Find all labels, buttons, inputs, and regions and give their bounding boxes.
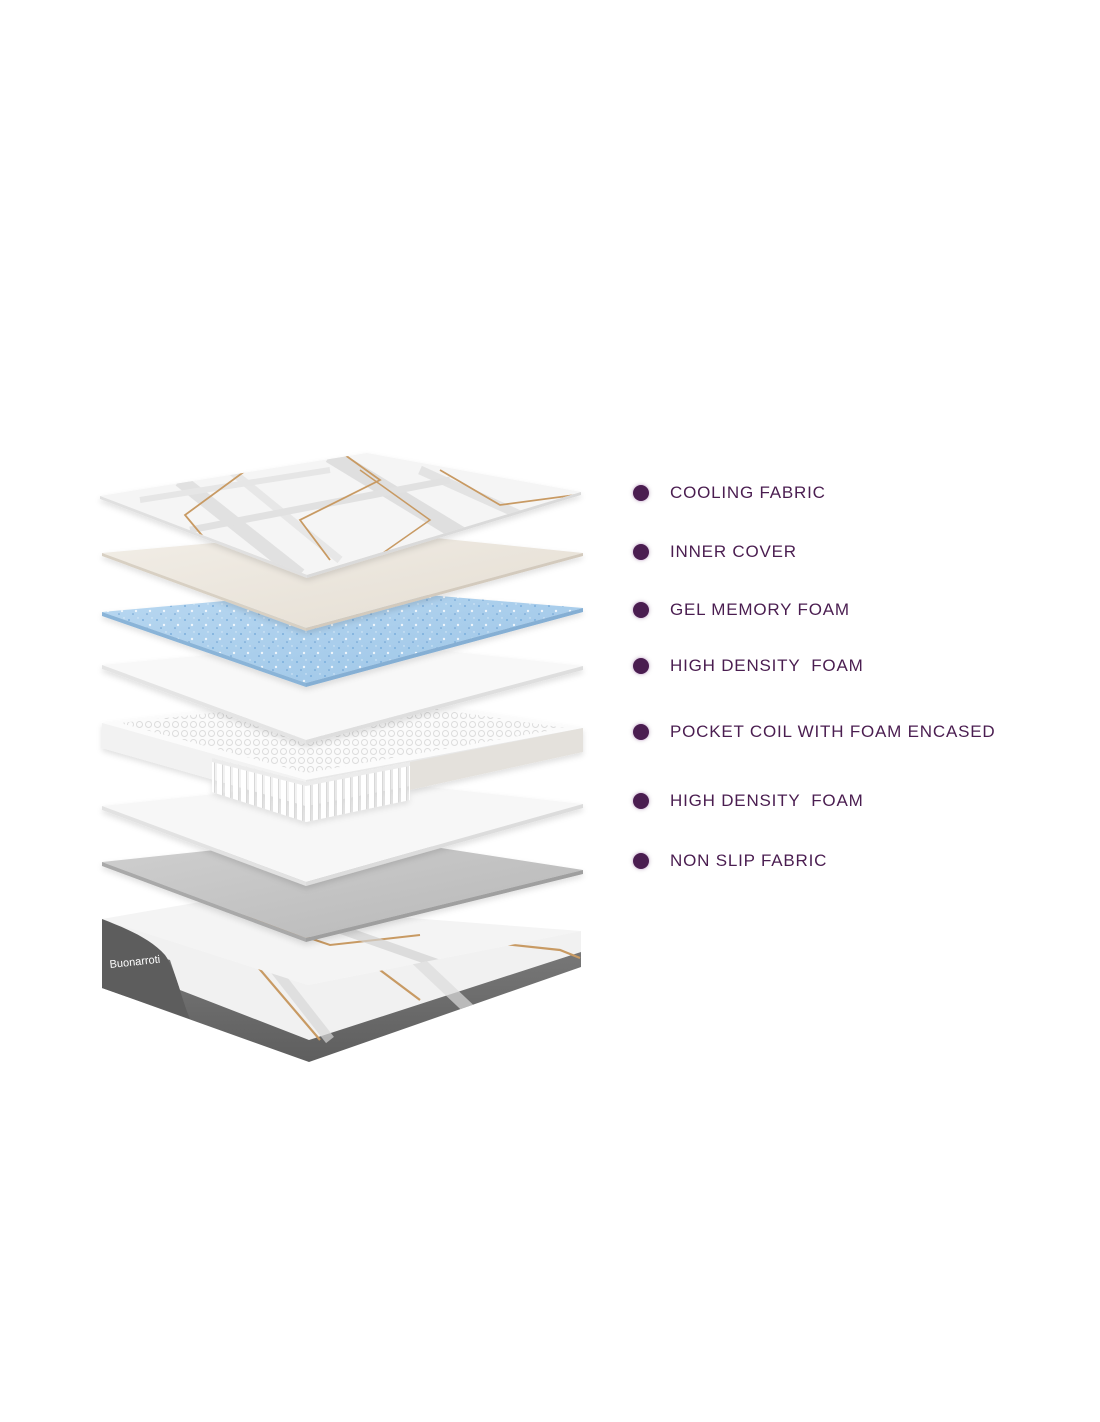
mattress-base-front — [102, 919, 581, 1040]
layer-pocket-coil — [102, 693, 583, 822]
layer-high-density-foam-1 — [102, 641, 583, 744]
layer-high-density-foam-2 — [102, 779, 583, 886]
mattress-logo-panel — [102, 919, 190, 1019]
mattress-base: Buonarroti — [102, 902, 581, 1062]
layer-inner-cover — [102, 530, 583, 631]
mattress-base-band — [102, 940, 581, 1062]
layer-cooling-fabric — [100, 453, 581, 578]
layer-gel-memory-foam — [102, 589, 583, 687]
layer-non-slip-fabric — [102, 835, 583, 942]
brand-logo: Buonarroti — [109, 954, 161, 971]
